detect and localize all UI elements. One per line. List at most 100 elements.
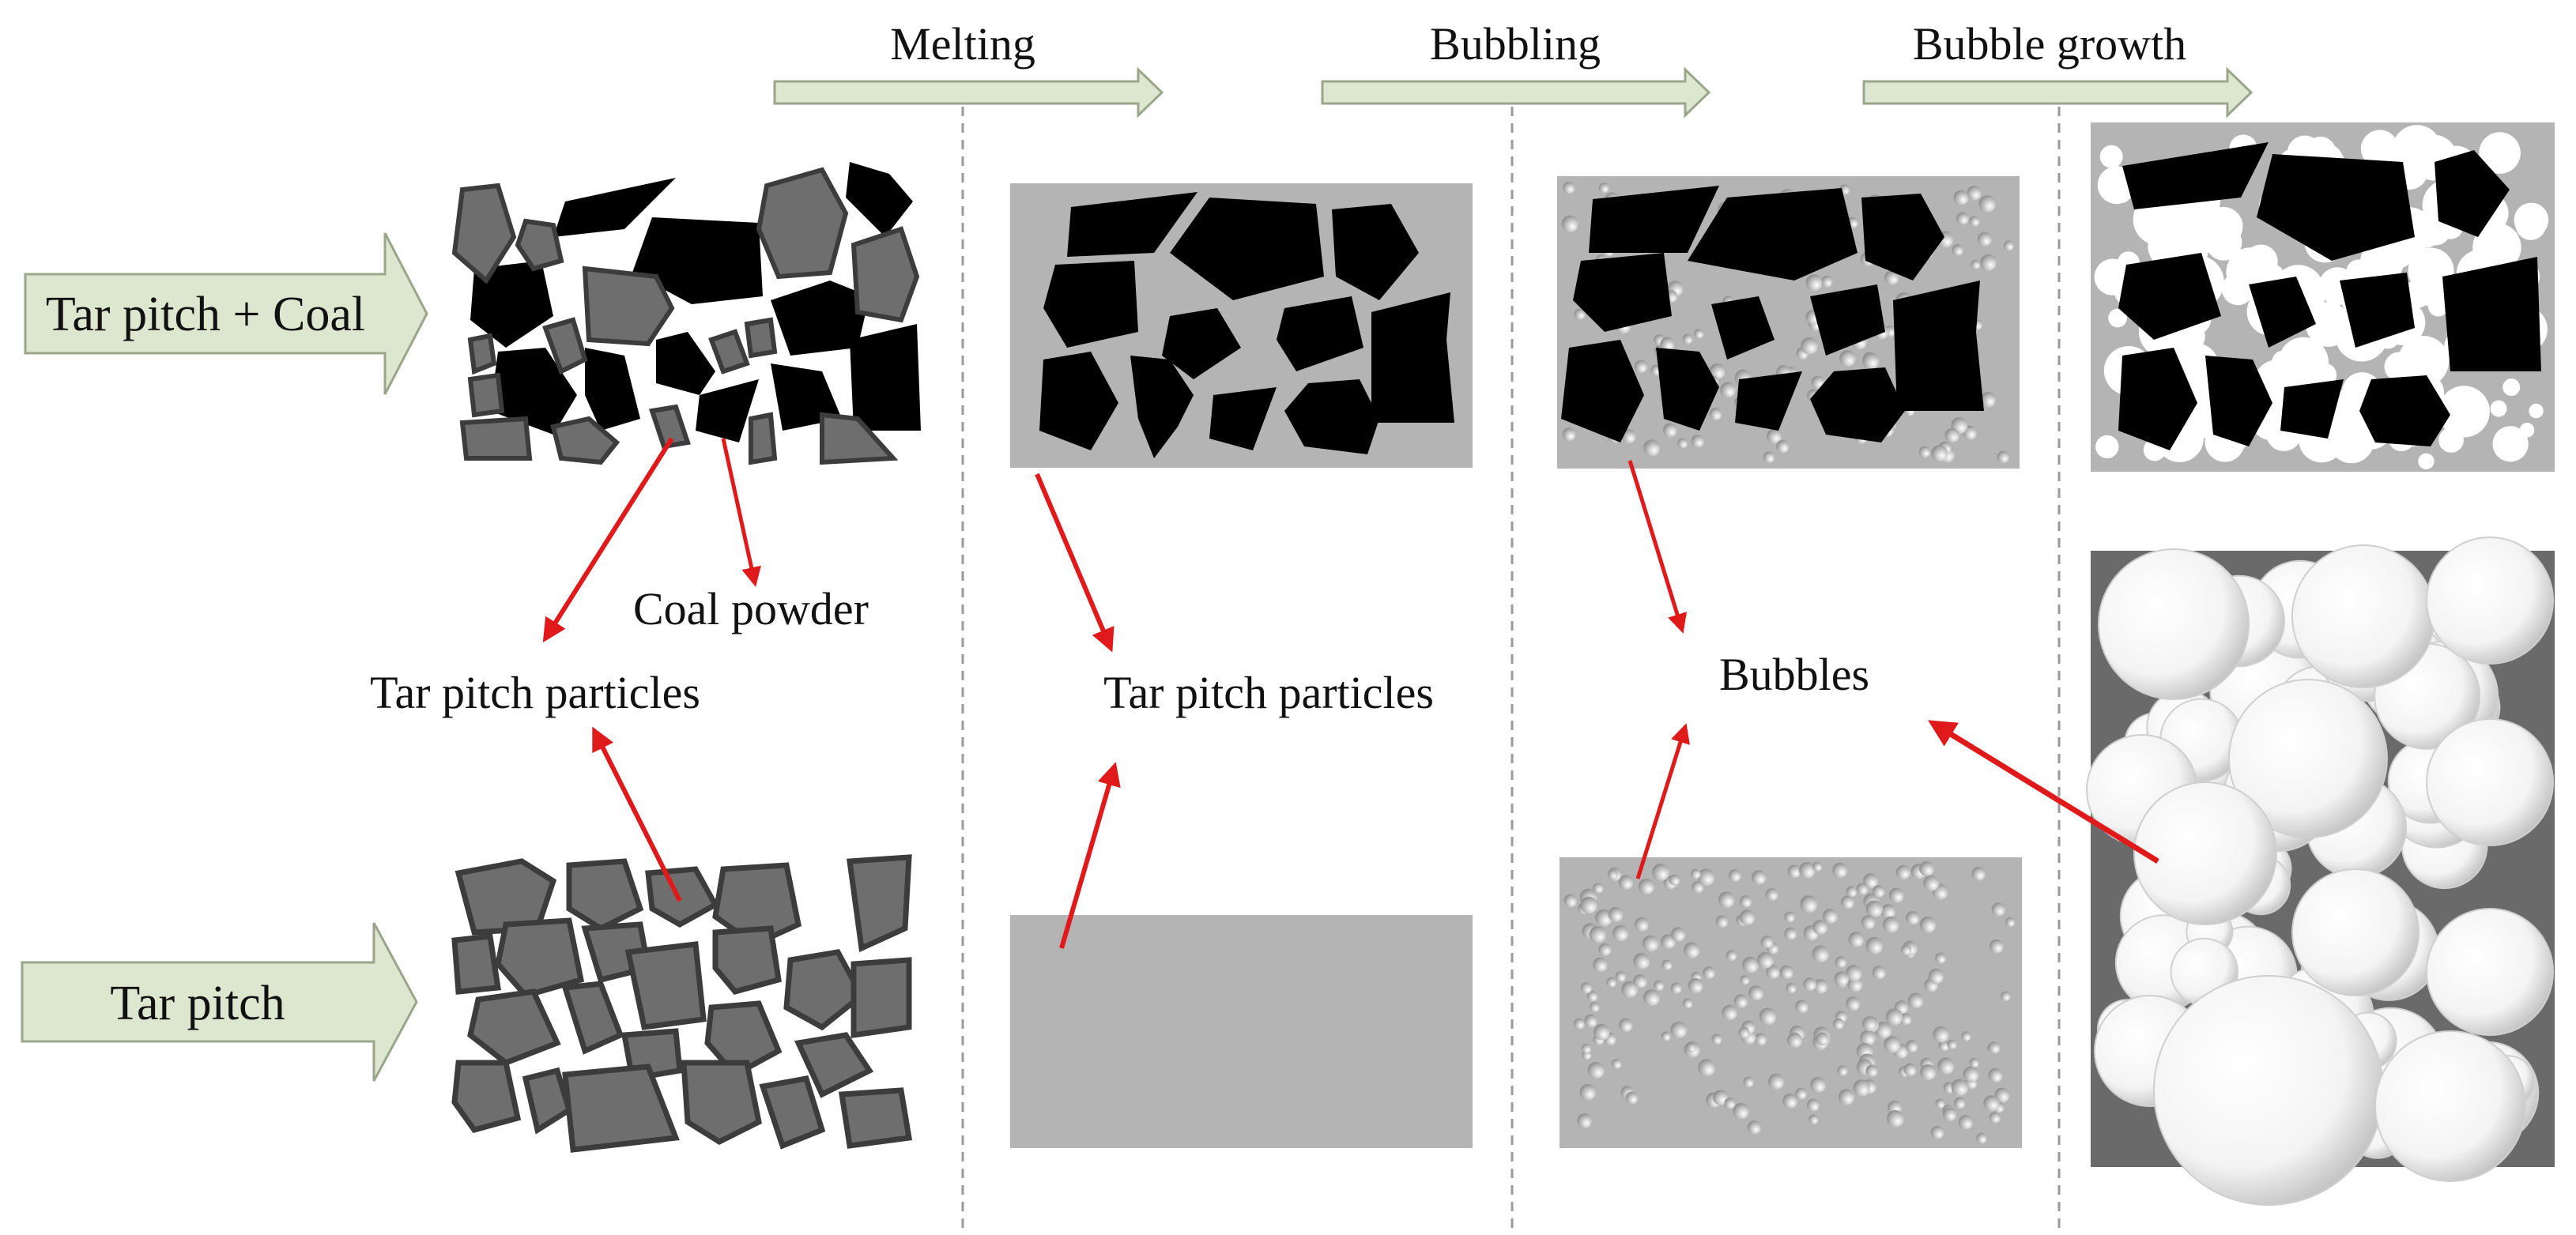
panel-bubble-growth-with-coal <box>2091 122 2555 472</box>
bubble-pit <box>1810 1077 1827 1093</box>
panel-tar-pitch <box>451 854 913 1153</box>
bubble-pit <box>1837 1065 1848 1076</box>
bubble-pit <box>1752 870 1767 885</box>
bubble-pit <box>1733 994 1748 1008</box>
bubble-pit <box>1729 869 1741 882</box>
bubble-pit <box>1598 183 1609 194</box>
bubble-pit <box>1633 974 1647 988</box>
bubble-pit <box>1840 895 1854 909</box>
stage-label-bubbling: Bubbling <box>1430 18 1601 70</box>
bubble-pit <box>1615 971 1627 982</box>
pitch-particle <box>645 866 719 928</box>
pitch-particle <box>515 218 564 272</box>
bubble-pit <box>1766 965 1780 979</box>
bubble-pit <box>1980 254 1997 271</box>
pitch-particle <box>451 183 517 284</box>
bubble-pit <box>1888 887 1904 903</box>
bubble-pit <box>1795 1087 1808 1100</box>
bubble-pit <box>1709 363 1726 380</box>
bubble-pit <box>1895 864 1910 880</box>
bubble-pit <box>1608 869 1618 880</box>
bubble-pit <box>1846 965 1862 982</box>
bubble-pit <box>1812 920 1828 935</box>
annotation-arrow <box>1928 720 2159 864</box>
bubble-pit <box>1784 927 1797 940</box>
pitch-particle <box>850 226 920 323</box>
bubble-pit <box>1621 429 1636 444</box>
bubble-pit <box>1742 956 1759 973</box>
bubble-pit <box>1768 1073 1785 1090</box>
bubble-pit <box>1991 902 2005 917</box>
bubble <box>2408 247 2454 294</box>
stage-arrow-bubbling: Bubbling <box>1321 18 1711 119</box>
bubble <box>2099 145 2123 168</box>
bubble-pit <box>1865 936 1884 954</box>
bubble-pit <box>1692 881 1704 894</box>
bubble-pit <box>1621 981 1639 998</box>
bubble-pit <box>2004 240 2014 251</box>
pitch-particle <box>454 858 557 936</box>
coal-particle <box>2442 257 2541 371</box>
coal-particle <box>632 217 763 304</box>
bubble <box>2529 403 2544 419</box>
bubble-pit <box>1967 186 1982 201</box>
coal-particle <box>1277 296 1363 371</box>
bubble-pit <box>1980 392 1997 408</box>
bubble-pit <box>1643 439 1661 457</box>
coal-particle <box>585 348 640 431</box>
bubble-pit <box>1642 935 1659 952</box>
pitch-particle <box>704 1000 783 1079</box>
coal-particle <box>1810 284 1885 356</box>
bubble-pit <box>1978 195 1996 213</box>
panel-bubble-growth-pure-pitch <box>2086 537 2555 1206</box>
annotation-arrow <box>1627 460 1688 634</box>
bubble-pit <box>1779 965 1793 980</box>
bubble-pit <box>1698 1059 1716 1077</box>
bubble-pit <box>1931 445 1948 461</box>
bubble-pit <box>1652 864 1670 881</box>
bubble-pit <box>1612 924 1629 942</box>
bubble-pit <box>1812 861 1823 872</box>
bubble <box>2133 781 2277 925</box>
pitch-particle <box>451 1060 522 1134</box>
bubble-pit <box>1846 996 1861 1011</box>
bubble-pit <box>1930 1125 1944 1139</box>
bubble <box>2427 296 2449 317</box>
panel-bubbling-pure-pitch <box>1560 857 2022 1148</box>
bubble-pit <box>1633 953 1650 970</box>
coal-particle <box>2257 154 2415 261</box>
bubble-pit <box>1899 1013 1912 1026</box>
annotation-arrow <box>1635 723 1690 879</box>
coal-particle <box>771 281 869 356</box>
bubble-pit <box>1715 915 1729 928</box>
bubble-pit <box>1853 1079 1870 1097</box>
bubble-pits <box>1563 861 2016 1144</box>
pitch-particle <box>624 941 707 1030</box>
bubble-pit <box>1856 883 1869 895</box>
bubble-pit <box>1834 971 1850 987</box>
coal-particle <box>696 379 759 442</box>
bubble-pit <box>1589 1002 1600 1012</box>
bubble-pit <box>1920 1064 1937 1081</box>
bubble-pit <box>1776 439 1790 454</box>
bubble-pit <box>1562 427 1576 442</box>
label-tar-pitch-particles-mid: Tar pitch particles <box>1103 667 1434 718</box>
input-arrow-bottom-shape <box>21 922 418 1082</box>
bubbles <box>2086 537 2554 1206</box>
bubble <box>2329 417 2374 464</box>
bubble-pit <box>1977 232 1992 247</box>
pitch-particle <box>451 933 502 995</box>
bubble-pit <box>1669 874 1680 886</box>
bubble-pit <box>1906 911 1920 925</box>
bubble-pit <box>1839 1089 1855 1105</box>
pitch-particle <box>495 917 585 999</box>
bubble-pit <box>1919 917 1937 933</box>
pitch-particle <box>467 988 561 1066</box>
bubble-pit <box>1919 861 1934 876</box>
bubble-pit <box>1722 1004 1737 1021</box>
bubble-pit <box>1757 951 1774 969</box>
bubble-pit <box>1823 909 1838 924</box>
coal-particle <box>1711 296 1775 360</box>
pitch-particle <box>850 957 912 1039</box>
bubble-pit <box>1787 864 1801 879</box>
